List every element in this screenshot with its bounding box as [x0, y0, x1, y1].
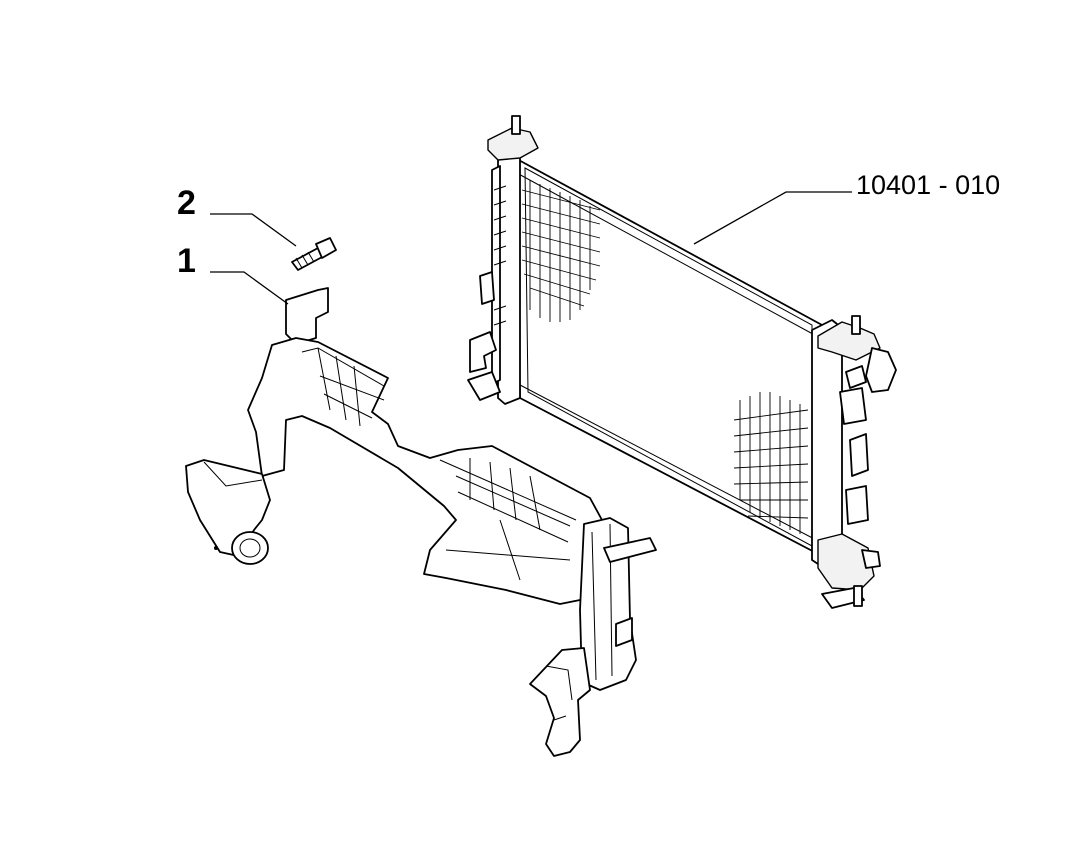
- callout-radiator-ref: 10401 - 010: [856, 170, 1000, 200]
- air-duct-part-1: [185, 287, 657, 757]
- radiator-mesh-upper: [521, 180, 601, 322]
- leader-line-2: [210, 213, 297, 247]
- radiator-right-tank: [811, 319, 843, 569]
- callout-part-1: 1: [177, 242, 196, 280]
- radiator-assembly: [467, 115, 897, 609]
- callout-part-2: 2: [177, 184, 196, 222]
- leader-line-1: [210, 271, 289, 305]
- leader-line-radiator: [693, 191, 852, 245]
- radiator-mesh-lower: [733, 392, 809, 534]
- radiator-left-tank: [497, 151, 521, 405]
- bolt-part-2: [291, 237, 337, 271]
